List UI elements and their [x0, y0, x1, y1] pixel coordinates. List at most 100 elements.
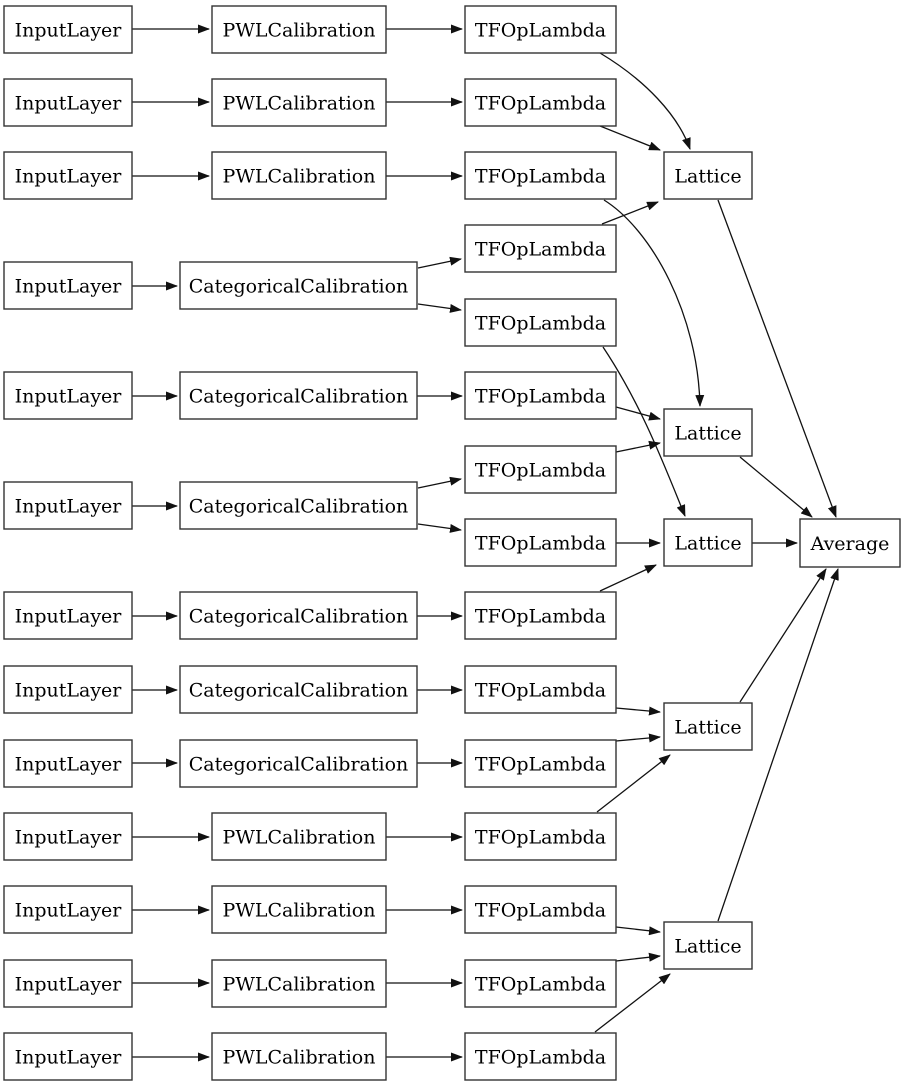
node-box-pwl2	[211, 78, 387, 127]
node-tf11: TFOpLambda	[464, 739, 617, 788]
node-box-tf1	[464, 5, 617, 54]
node-lat5: Lattice	[663, 921, 753, 970]
node-il9: InputLayer	[3, 739, 133, 788]
node-box-cc9	[179, 739, 418, 788]
node-box-il12	[3, 959, 133, 1008]
node-box-tf5	[464, 298, 617, 347]
node-label-pwl1: PWLCalibration	[223, 20, 376, 42]
node-label-il7: InputLayer	[15, 606, 123, 628]
node-tf5: TFOpLambda	[464, 298, 617, 347]
node-label-pwl2: PWLCalibration	[223, 93, 376, 115]
node-box-il1	[3, 5, 133, 54]
node-label-tf8: TFOpLambda	[475, 533, 606, 555]
node-il6: InputLayer	[3, 481, 133, 530]
node-tf8: TFOpLambda	[464, 518, 617, 567]
node-lat2: Lattice	[663, 408, 753, 457]
node-label-pwl12: PWLCalibration	[223, 974, 376, 996]
node-label-pwl10: PWLCalibration	[223, 827, 376, 849]
node-tf1: TFOpLambda	[464, 5, 617, 54]
node-label-pwl11: PWLCalibration	[223, 900, 376, 922]
node-box-pwl10	[211, 812, 387, 861]
node-box-il3	[3, 151, 133, 200]
node-box-cc6	[179, 481, 418, 530]
node-label-tf4: TFOpLambda	[475, 239, 606, 261]
edges-layer	[132, 24, 839, 1062]
node-label-cc9: CategoricalCalibration	[189, 754, 409, 776]
edge-tf4-to-lat1	[601, 201, 659, 225]
node-label-lat1: Lattice	[674, 166, 741, 188]
node-tf3: TFOpLambda	[464, 151, 617, 200]
node-il3: InputLayer	[3, 151, 133, 200]
node-box-tf8	[464, 518, 617, 567]
node-il2: InputLayer	[3, 78, 133, 127]
node-il10: InputLayer	[3, 812, 133, 861]
node-box-il2	[3, 78, 133, 127]
node-cc5: CategoricalCalibration	[179, 371, 418, 420]
node-box-tf4	[464, 224, 617, 273]
node-label-tf5: TFOpLambda	[475, 313, 606, 335]
node-box-cc5	[179, 371, 418, 420]
node-label-il6: InputLayer	[15, 496, 123, 518]
node-il4: InputLayer	[3, 261, 133, 310]
node-label-il12: InputLayer	[15, 974, 123, 996]
node-box-il13	[3, 1032, 133, 1081]
node-box-tf15	[464, 1032, 617, 1081]
node-label-tf13: TFOpLambda	[475, 900, 606, 922]
node-box-tf11	[464, 739, 617, 788]
node-box-il6	[3, 481, 133, 530]
node-il11: InputLayer	[3, 885, 133, 934]
node-box-lat5	[663, 921, 753, 970]
node-box-tf2	[464, 78, 617, 127]
node-box-tf3	[464, 151, 617, 200]
node-box-pwl12	[211, 959, 387, 1008]
edge-tf14-to-lat5	[615, 952, 661, 962]
node-label-lat2: Lattice	[674, 423, 741, 445]
node-label-il9: InputLayer	[15, 754, 123, 776]
node-lat1: Lattice	[663, 151, 753, 200]
node-tf9: TFOpLambda	[464, 591, 617, 640]
node-label-cc7: CategoricalCalibration	[189, 606, 409, 628]
node-tf2: TFOpLambda	[464, 78, 617, 127]
node-cc7: CategoricalCalibration	[179, 591, 418, 640]
node-box-tf7	[464, 445, 617, 494]
node-label-il2: InputLayer	[15, 93, 123, 115]
node-box-cc4	[179, 261, 418, 310]
node-pwl11: PWLCalibration	[211, 885, 387, 934]
node-label-il8: InputLayer	[15, 680, 123, 702]
edge-tf12-to-lat4	[596, 754, 671, 813]
edge-lat2-to-avg	[739, 456, 813, 518]
node-box-lat1	[663, 151, 753, 200]
edge-tf11-to-lat4	[615, 733, 661, 743]
node-il7: InputLayer	[3, 591, 133, 640]
node-box-tf12	[464, 812, 617, 861]
node-label-cc4: CategoricalCalibration	[189, 276, 409, 298]
node-box-pwl13	[211, 1032, 387, 1081]
node-label-tf15: TFOpLambda	[475, 1047, 606, 1069]
edge-tf9-to-lat3	[599, 564, 657, 592]
node-box-pwl3	[211, 151, 387, 200]
edge-tf1-to-lat1	[599, 52, 691, 150]
node-label-pwl3: PWLCalibration	[223, 166, 376, 188]
edge-tf7-to-lat2	[615, 440, 661, 453]
node-cc6: CategoricalCalibration	[179, 481, 418, 530]
node-pwl13: PWLCalibration	[211, 1032, 387, 1081]
node-label-tf3: TFOpLambda	[475, 166, 606, 188]
node-label-pwl13: PWLCalibration	[223, 1047, 376, 1069]
node-box-cc8	[179, 665, 418, 714]
node-pwl12: PWLCalibration	[211, 959, 387, 1008]
node-pwl1: PWLCalibration	[211, 5, 387, 54]
node-box-lat2	[663, 408, 753, 457]
nodes-layer: InputLayerInputLayerInputLayerInputLayer…	[3, 5, 901, 1081]
node-label-tf12: TFOpLambda	[475, 827, 606, 849]
node-tf15: TFOpLambda	[464, 1032, 617, 1081]
node-label-il5: InputLayer	[15, 386, 123, 408]
edge-cc6-to-tf8	[417, 523, 462, 533]
node-il8: InputLayer	[3, 665, 133, 714]
node-label-il13: InputLayer	[15, 1047, 123, 1069]
node-label-avg: Average	[810, 533, 890, 555]
node-pwl3: PWLCalibration	[211, 151, 387, 200]
edge-lat1-to-avg	[717, 199, 837, 518]
node-label-cc6: CategoricalCalibration	[189, 496, 409, 518]
node-box-tf9	[464, 591, 617, 640]
